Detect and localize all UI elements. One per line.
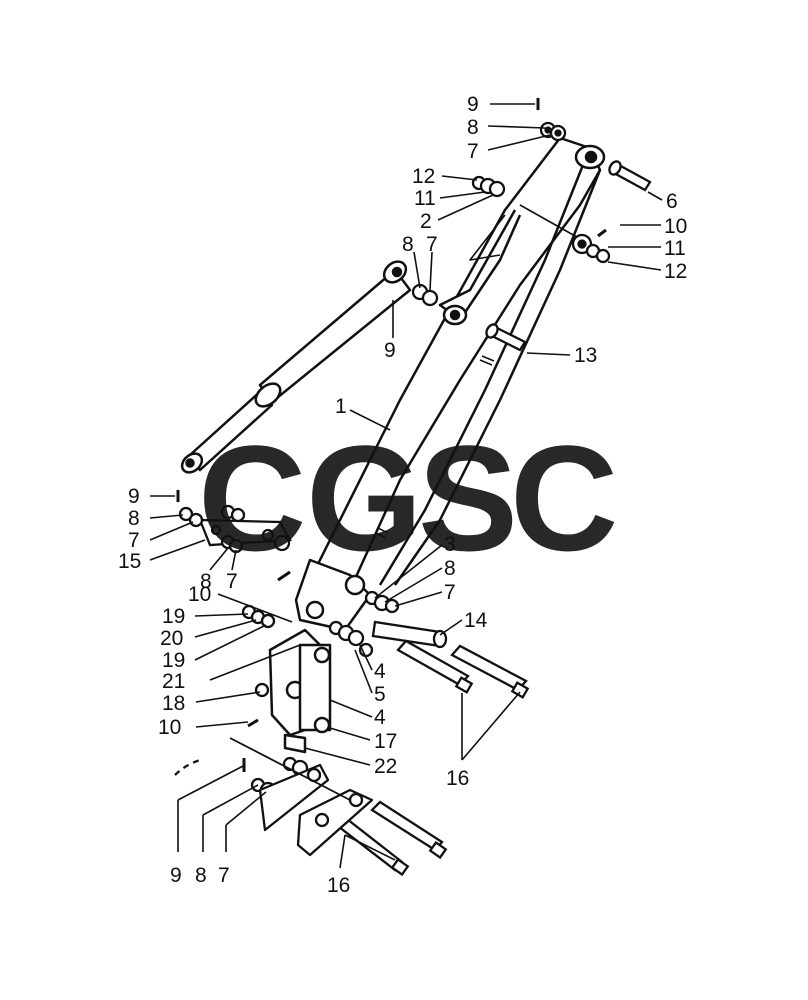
callout-8: 8: [128, 507, 140, 530]
callout-19: 19: [162, 649, 185, 672]
washer-parts: [178, 121, 611, 799]
callout-8: 8: [444, 557, 456, 580]
callout-7: 7: [426, 233, 438, 256]
mounting-bracket: [268, 628, 332, 754]
callout-16: 16: [446, 767, 469, 790]
callout-7: 7: [218, 864, 230, 887]
callout-15: 15: [118, 550, 141, 573]
cgsc-watermark: C G S C: [198, 414, 618, 582]
callout-7: 7: [444, 581, 456, 604]
callout-6: 6: [666, 190, 678, 213]
callout-8: 8: [402, 233, 414, 256]
watermark-letter-c2: C: [510, 414, 618, 582]
callout-9: 9: [170, 864, 182, 887]
callout-10: 10: [188, 583, 211, 606]
callout-2: 2: [420, 210, 432, 233]
callout-14: 14: [464, 609, 488, 632]
base-plates: [174, 737, 374, 857]
leader-lines: [149, 98, 663, 869]
callout-7: 7: [226, 570, 238, 593]
callout-5: 5: [374, 683, 386, 706]
callout-7: 7: [467, 140, 479, 163]
callout-16: 16: [327, 874, 350, 897]
callout-labels: 9 8 7 12 11 2 8 7 9 6 10 11 12 13 1 9 8 …: [118, 93, 687, 897]
watermark-letter-s: S: [418, 414, 518, 582]
watermark-letter-g: G: [306, 414, 423, 582]
callout-8: 8: [467, 116, 479, 139]
hydraulic-cylinder: [180, 260, 412, 474]
callout-4: 4: [374, 706, 386, 729]
callout-3: 3: [444, 533, 456, 556]
callout-8: 8: [200, 570, 212, 593]
callout-18: 18: [162, 692, 185, 715]
callout-12: 12: [412, 165, 435, 188]
watermark-letter-c1: C: [198, 414, 306, 582]
callout-4: 4: [374, 660, 386, 683]
callout-17: 17: [374, 730, 397, 753]
callout-7: 7: [128, 529, 140, 552]
callout-9: 9: [384, 339, 396, 362]
callout-10: 10: [158, 716, 181, 739]
callout-20: 20: [160, 627, 183, 650]
callout-8: 8: [195, 864, 207, 887]
callout-21: 21: [162, 670, 185, 693]
callout-19: 19: [162, 605, 185, 628]
boom-part: [294, 136, 606, 632]
callout-9: 9: [467, 93, 479, 116]
callout-9: 9: [128, 485, 140, 508]
callout-1: 1: [335, 395, 347, 418]
callout-11: 11: [414, 187, 436, 210]
callout-10: 10: [664, 215, 687, 238]
callout-22: 22: [374, 755, 397, 778]
callout-13: 13: [574, 344, 597, 367]
callout-11: 11: [664, 237, 686, 260]
callout-12: 12: [664, 260, 687, 283]
